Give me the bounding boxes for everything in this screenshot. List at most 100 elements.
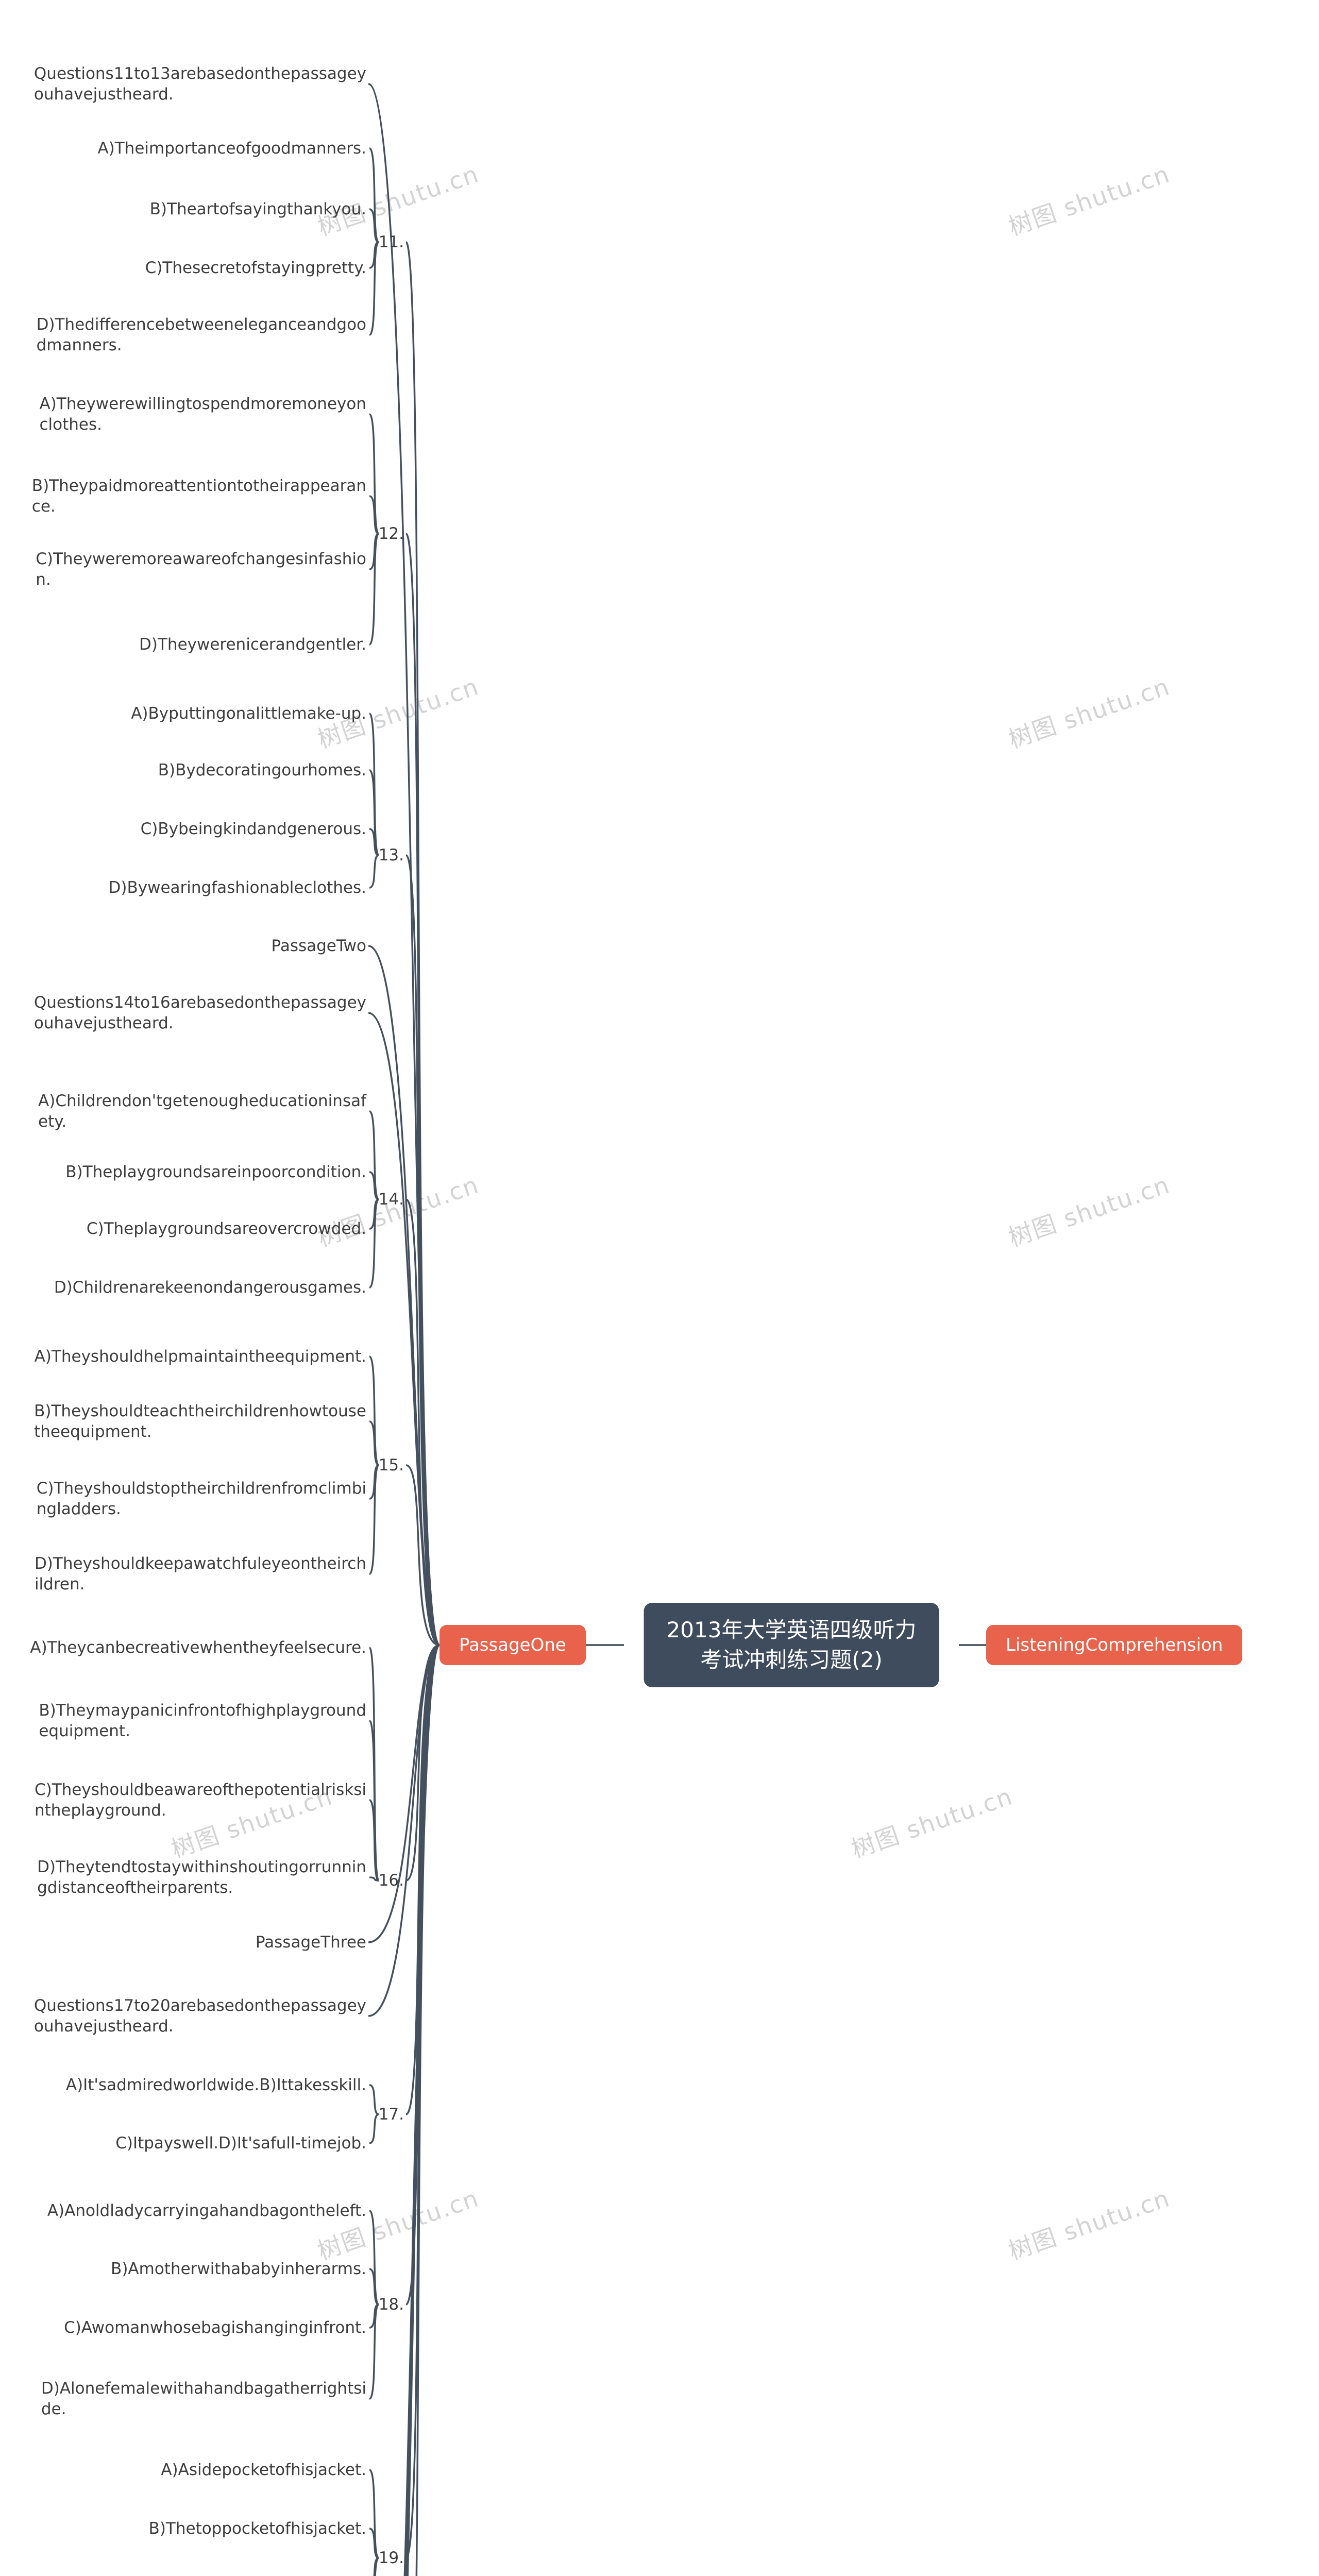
option-13-a[interactable]: A)Byputtingonalittlemake-up. [131,703,366,724]
option-16-c-text: ntheplayground. [34,1801,166,1820]
connector-edge [369,2084,379,2115]
option-13-c-text: C)Bybeingkindandgenerous. [140,820,366,838]
option-14-b[interactable]: B)Theplaygroundsareinpoorcondition. [65,1162,366,1182]
option-18-b[interactable]: B)Amotherwithababyinherarms. [111,2259,366,2279]
question-number-19[interactable]: 19. [378,2549,404,2567]
question-number-17[interactable]: 17. [378,2105,404,2124]
option-15-a[interactable]: A)Theyshouldhelpmaintaintheequipment. [35,1346,366,1367]
option-19-b-text: B)Thetoppocketofhisjacket. [148,2519,366,2538]
option-11-a-text: A)Theimportanceofgoodmanners. [97,139,366,158]
question-number-18[interactable]: 18. [378,2295,404,2314]
option-19-a-text: A)Asidepocketofhisjacket. [161,2461,366,2479]
option-15-b-text: B)Theyshouldteachtheirchildrenhowtouse [34,1402,366,1420]
option-19-a[interactable]: A)Asidepocketofhisjacket. [161,2460,366,2480]
connector-edge [368,769,380,856]
option-15-c-text: C)Theyshouldstoptheirchildrenfromclimbi [36,1479,366,1498]
connector-edge [368,533,380,646]
option-16-a-text: A)Theycanbecreativewhentheyfeelsecure. [30,1638,366,1657]
option-18-d-text: D)Alonefemalewithahandbagatherrightsi [41,2379,366,2398]
connector-edge [374,2557,380,2576]
option-18-c[interactable]: C)Awomanwhosebagishanginginfront. [64,2317,366,2338]
option-17-ab[interactable]: A)It'sadmiredworldwide.B)Ittakesskill. [66,2075,366,2095]
connector-edge [368,1110,380,1200]
option-18-d[interactable]: D)Alonefemalewithahandbagatherrightsi de. [41,2378,366,2419]
question-number-14[interactable]: 14. [378,1190,404,1209]
central-topic-text-line2: 考试冲刺练习题(2) [700,1647,883,1672]
connector-edge [368,1644,440,1943]
option-18-a[interactable]: A)Anoldladycarryingahandbagontheleft. [47,2200,366,2221]
option-12-d[interactable]: D)Theywerenicerandgentler. [139,634,366,655]
option-13-b[interactable]: B)Bydecoratingourhomes. [158,760,366,781]
option-14-c[interactable]: C)Theplaygroundsareovercrowded. [87,1218,366,1239]
option-16-d-text: gdistanceoftheirparents. [37,1878,233,1897]
option-16-d[interactable]: D)Theytendtostaywithinshoutingorrunnin gd… [37,1857,366,1898]
option-11-b[interactable]: B)Theartofsayingthankyou. [150,199,366,219]
option-13-b-text: B)Bydecoratingourhomes. [158,761,366,779]
connector-edge [369,495,379,535]
connector-edge [368,1644,440,2017]
passage-three-label[interactable]: PassageThree [256,1932,366,1953]
option-18-b-text: B)Amotherwithababyinherarms. [111,2260,366,2278]
option-13-d[interactable]: D)Bywearingfashionableclothes. [109,877,366,898]
passage-two-label[interactable]: PassageTwo [272,936,366,956]
option-11-c-text: C)Thesecretofstayingpretty. [145,259,366,277]
option-15-c-text: ngladders. [36,1500,121,1518]
questions-17-20-intro-text: ouhavejustheard. [33,2017,174,2036]
connector-edge [405,1644,440,2559]
connector-edge [368,1012,440,1646]
connector-edge [369,1876,379,1882]
question-number-11[interactable]: 11. [378,233,404,251]
connector-edge [368,1799,380,1882]
connector-edge [405,533,440,1646]
connector-edge [369,828,379,856]
connector-edge [369,854,379,889]
connector-edge [368,1464,380,1575]
connector-edge [368,83,441,1646]
option-13-c[interactable]: C)Bybeingkindandgenerous. [141,819,366,839]
option-15-c[interactable]: C)Theyshouldstoptheirchildrenfromclimbi n… [37,1478,366,1519]
passage-two-label-text: PassageTwo [271,937,366,955]
option-11-c[interactable]: C)Thesecretofstayingpretty. [145,258,366,278]
question-number-16[interactable]: 16. [378,1871,404,1890]
question-number-12[interactable]: 12. [378,524,404,543]
connector-edge [368,945,440,1646]
connector-edge [368,147,380,243]
option-18-d-text: de. [41,2400,66,2418]
branch-node-passage-one[interactable]: PassageOne [439,1625,586,1665]
option-15-a-text: A)Theyshouldhelpmaintaintheequipment. [34,1347,366,1366]
connector-edge [368,2210,380,2306]
connector-edge [407,1644,441,2576]
option-16-d-text: D)Theytendtostaywithinshoutingorrunnin [37,1858,366,1876]
question-number-15[interactable]: 15. [378,1456,404,1475]
option-11-a[interactable]: A)Theimportanceofgoodmanners. [97,138,366,159]
option-13-d-text: D)Bywearingfashionableclothes. [108,878,366,897]
option-11-b-text: B)Theartofsayingthankyou. [149,200,366,218]
central-topic-node[interactable]: 2013年大学英语四级听力 考试冲刺练习题(2) [644,1603,939,1687]
option-14-a-text: A)Childrendon'tgetenougheducationinsaf [38,1092,366,1110]
option-14-d[interactable]: D)Childrenarekeenondangerousgames. [54,1277,366,1298]
option-16-a[interactable]: A)Theycanbecreativewhentheyfeelsecure. [30,1637,366,1658]
option-17-cd[interactable]: C)Itpayswell.D)It'safull-timejob. [115,2133,366,2154]
option-12-b-text: ce. [31,497,56,516]
option-12-c-text: n. [36,570,51,589]
central-topic-text-line1: 2013年大学英语四级听力 [666,1617,917,1642]
branch-node-listening-comprehension[interactable]: ListeningComprehension [986,1625,1243,1665]
option-19-b[interactable]: B)Thetoppocketofhisjacket. [149,2518,366,2539]
option-11-d-text: D)Thedifferencebetweeneleganceandgoo [36,315,366,334]
question-number-13[interactable]: 13. [378,846,404,865]
option-17-ab-text: A)It'sadmiredworldwide.B)Ittakesskill. [65,2076,366,2094]
connector-edge [368,2469,380,2559]
